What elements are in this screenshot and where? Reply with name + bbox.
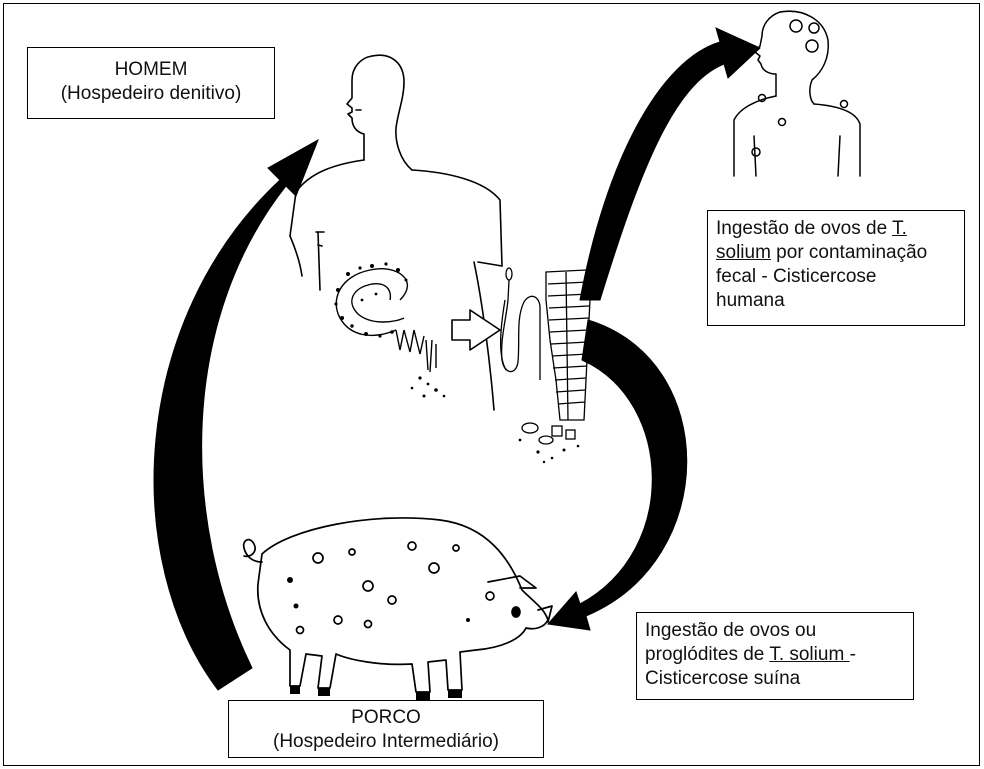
porco-subtitle: (Hospedeiro Intermediário)	[229, 730, 543, 754]
intestine-figure	[334, 262, 445, 397]
cisti-h-line4: humana	[716, 289, 964, 313]
pig-figure	[244, 518, 552, 700]
cycle-arrow-pig-to-human	[154, 140, 318, 690]
cisti-h-species: solium	[716, 242, 771, 263]
cisti-h-line3: fecal - Cisticercose	[716, 265, 964, 289]
cisti-s-line2: proglódites de T. solium -	[645, 643, 913, 667]
human-cysticercosis-label: Ingestão de ovos de T. solium por contam…	[707, 210, 965, 326]
tapeworm-figure	[501, 268, 590, 463]
cisti-s-dash: -	[850, 644, 856, 665]
homem-subtitle: (Hospedeiro denitivo)	[28, 82, 274, 106]
swine-cysticercosis-label: Ingestão de ovos ou proglódites de T. so…	[636, 612, 914, 700]
cisti-h-line2: solium por contaminação	[716, 241, 964, 265]
cisti-h-line1-text: Ingestão de ovos de	[716, 218, 892, 239]
cisti-s-line2-text: proglódites de	[645, 644, 769, 665]
cisti-h-genus: T.	[892, 218, 907, 239]
intermediate-host-label: PORCO (Hospedeiro Intermediário)	[228, 700, 544, 758]
cisti-h-line1: Ingestão de ovos de T.	[716, 217, 964, 241]
cisti-s-line1: Ingestão de ovos ou	[645, 619, 913, 643]
porco-title: PORCO	[229, 706, 543, 730]
human-torso-figure	[290, 55, 502, 410]
transfer-arrow	[452, 310, 500, 350]
definitive-host-label: HOMEM (Hospedeiro denitivo)	[27, 47, 275, 119]
human-bust-figure	[734, 11, 860, 176]
cisti-h-line2-text: por contaminação	[771, 242, 927, 263]
homem-title: HOMEM	[28, 58, 274, 82]
cisti-s-line3: Cisticercose suína	[645, 667, 913, 691]
cisti-s-species: T. solium	[769, 644, 849, 665]
